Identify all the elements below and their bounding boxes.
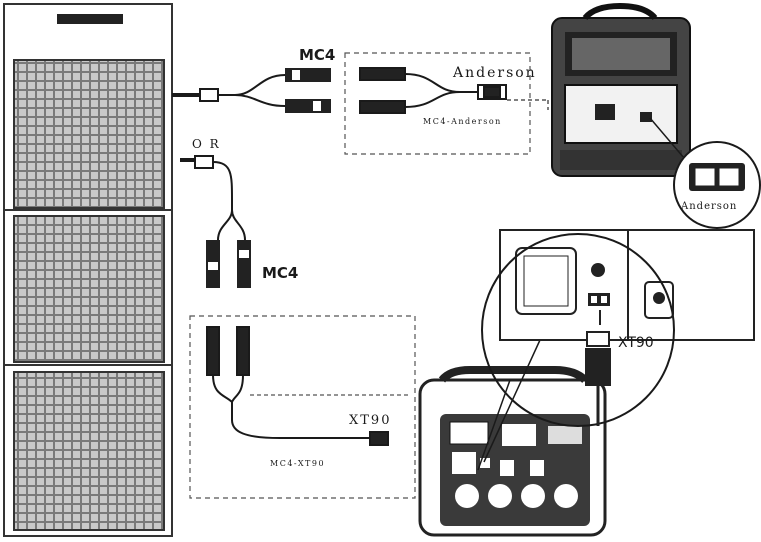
mc4-xt90-cable [206, 326, 389, 446]
xt90-cable-label: XT90 [349, 413, 392, 428]
mc4-anderson-cable [359, 67, 507, 114]
anderson-callout [673, 141, 761, 229]
solar-cell-block-2 [13, 215, 165, 363]
xt90-inset-label: XT90 [618, 335, 654, 351]
mc4-xt90-box [189, 315, 416, 499]
or-branch-cable [180, 155, 246, 241]
mc4-top-label: MC4 [299, 46, 336, 64]
portable-power-station-bottom [418, 366, 607, 537]
anderson-callout-label: Anderson [681, 201, 738, 212]
top-cable [172, 74, 286, 107]
mc4-mid-label: MC4 [262, 264, 299, 282]
mc4-connector-top-pair [285, 68, 331, 113]
or-label: O R [192, 137, 221, 151]
solar-panel [3, 3, 173, 537]
solar-cell-block-3 [13, 371, 165, 531]
anderson-top-label: Anderson [453, 65, 537, 81]
mc4-xt90-caption: MC4-XT90 [270, 459, 326, 468]
solar-cell-block-1 [13, 59, 165, 209]
xt90-inset [481, 229, 755, 427]
mc4-anderson-box [344, 52, 531, 155]
mc4-anderson-caption: MC4-Anderson [423, 117, 502, 126]
mc4-connector-mid-pair [206, 240, 251, 288]
portable-power-station-top [551, 2, 691, 177]
